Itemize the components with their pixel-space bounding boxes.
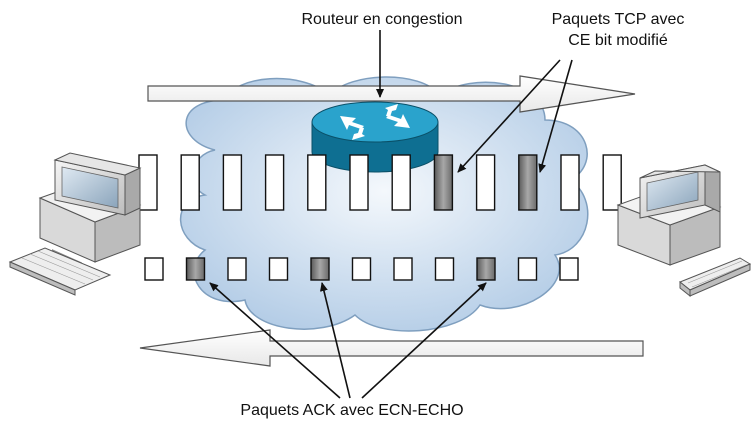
ack-packet-marked-2 bbox=[185, 257, 206, 281]
bottom-packet-row bbox=[144, 257, 579, 281]
tcp-packet-6 bbox=[349, 154, 369, 211]
top-packet-row bbox=[138, 154, 622, 211]
ack-packet-8 bbox=[434, 257, 455, 281]
left-computer-icon bbox=[8, 152, 142, 296]
tcp-packet-1 bbox=[138, 154, 158, 211]
tcp-packet-7 bbox=[391, 154, 411, 211]
ack-packet-11 bbox=[559, 257, 579, 281]
tcp-packet-11 bbox=[560, 154, 580, 211]
ack-packet-3 bbox=[227, 257, 247, 281]
ack-packet-1 bbox=[144, 257, 164, 281]
tcp-packet-5 bbox=[307, 154, 327, 211]
ack-packet-marked-9 bbox=[476, 257, 496, 281]
tcp-packet-9 bbox=[475, 154, 496, 211]
router-label: Routeur en congestion bbox=[302, 11, 463, 28]
ack-packet-6 bbox=[351, 257, 372, 281]
tcp-packet-marked-8 bbox=[433, 154, 454, 211]
tcp-packet-3 bbox=[222, 154, 243, 211]
right-computer-icon bbox=[616, 164, 752, 298]
tcp-label-line2: CE bit modifié bbox=[568, 32, 668, 49]
forward-flow-arrow bbox=[147, 75, 636, 113]
ack-label: Paquets ACK avec ECN-ECHO bbox=[240, 402, 463, 419]
ack-packet-10 bbox=[517, 257, 538, 281]
return-flow-arrow bbox=[139, 329, 644, 367]
ack-callout bbox=[209, 282, 487, 399]
tcp-label-line1: Paquets TCP avec bbox=[552, 11, 685, 28]
ack-packet-marked-5 bbox=[310, 257, 330, 281]
tcp-packet-2 bbox=[180, 154, 200, 211]
ack-packet-7 bbox=[393, 257, 413, 281]
router-icon bbox=[311, 101, 439, 173]
tcp-packet-4 bbox=[264, 154, 285, 211]
tcp-callout bbox=[457, 59, 573, 173]
ack-packet-4 bbox=[268, 257, 289, 281]
tcp-packet-marked-10 bbox=[518, 154, 538, 211]
tcp-packet-12 bbox=[602, 154, 622, 211]
